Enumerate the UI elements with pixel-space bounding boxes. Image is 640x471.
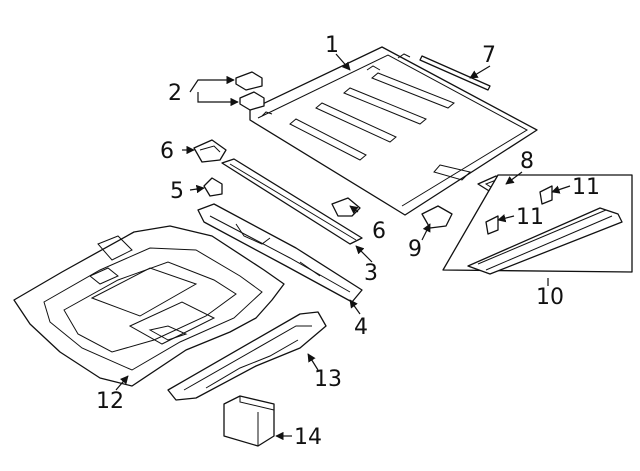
bracket-left xyxy=(193,139,227,163)
small-bracket xyxy=(203,177,223,197)
callout-14: 14 xyxy=(294,425,322,450)
callout-1: 1 xyxy=(325,33,339,58)
load-floor-panel xyxy=(249,46,538,216)
callout-12: 12 xyxy=(96,389,124,414)
callout-5: 5 xyxy=(170,179,184,204)
bracket-right xyxy=(331,197,361,217)
scuff-plate-assembly xyxy=(442,174,633,275)
callout-11-upper: 11 xyxy=(572,175,600,200)
callout-11-lower: 11 xyxy=(516,205,544,230)
leader-lines xyxy=(115,53,571,441)
callout-9: 9 xyxy=(408,237,422,262)
callout-6-upper: 6 xyxy=(160,139,174,164)
cross-member xyxy=(197,203,363,303)
scuff-clip-lower xyxy=(485,215,499,235)
sill-trim xyxy=(221,158,363,245)
callout-10: 10 xyxy=(536,285,564,310)
floor-pan xyxy=(13,225,285,387)
retainer xyxy=(421,205,453,229)
callout-7: 7 xyxy=(482,43,496,68)
clip-pair xyxy=(235,71,265,111)
callout-6-lower: 6 xyxy=(372,219,386,244)
callout-8: 8 xyxy=(520,149,534,174)
callout-3: 3 xyxy=(364,261,378,286)
cargo-rod xyxy=(419,55,491,91)
module-box xyxy=(223,395,275,447)
callout-2: 2 xyxy=(168,81,182,106)
scuff-clip-upper xyxy=(539,185,553,205)
callout-13: 13 xyxy=(314,367,342,392)
rear-floor-section xyxy=(167,311,327,401)
callout-4: 4 xyxy=(354,315,368,340)
